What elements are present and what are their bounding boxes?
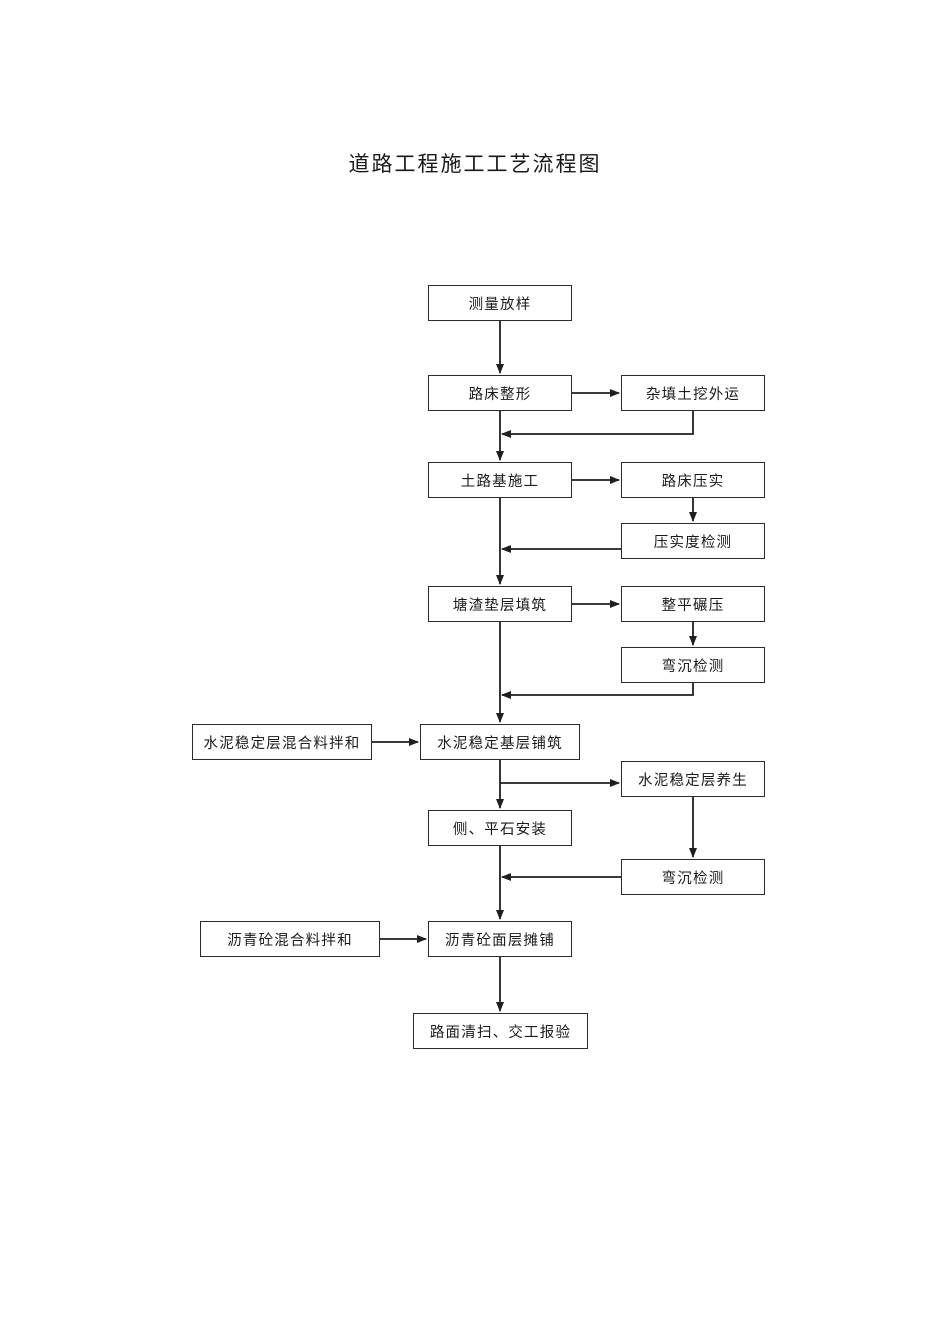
node-deflection-test-2[interactable]: 弯沉检测: [621, 859, 765, 895]
node-earth-subgrade-construction[interactable]: 土路基施工: [428, 462, 572, 498]
node-cement-stabilized-mixing[interactable]: 水泥稳定层混合料拌和: [192, 724, 372, 760]
node-slag-cushion-filling[interactable]: 塘渣垫层填筑: [428, 586, 572, 622]
node-road-cleaning-handover[interactable]: 路面清扫、交工报验: [413, 1013, 588, 1049]
node-compaction-degree-test[interactable]: 压实度检测: [621, 523, 765, 559]
node-asphalt-concrete-mixing[interactable]: 沥青砼混合料拌和: [200, 921, 380, 957]
page-title: 道路工程施工工艺流程图: [348, 152, 602, 176]
node-asphalt-surface-paving[interactable]: 沥青砼面层摊铺: [428, 921, 572, 957]
node-leveling-rolling[interactable]: 整平碾压: [621, 586, 765, 622]
node-roadbed-shaping[interactable]: 路床整形: [428, 375, 572, 411]
node-fill-excavation-haul[interactable]: 杂填土挖外运: [621, 375, 765, 411]
node-cement-stabilized-base-paving[interactable]: 水泥稳定基层铺筑: [420, 724, 580, 760]
node-survey-setting-out[interactable]: 测量放样: [428, 285, 572, 321]
edge-deflection-test-1-feedback: [501, 683, 694, 699]
node-roadbed-compaction[interactable]: 路床压实: [621, 462, 765, 498]
node-deflection-test-1[interactable]: 弯沉检测: [621, 647, 765, 683]
node-kerb-flat-stone-install[interactable]: 侧、平石安装: [428, 810, 572, 846]
edge-fill-haul-feedback: [501, 411, 694, 438]
node-cement-stabilized-curing[interactable]: 水泥稳定层养生: [621, 761, 765, 797]
